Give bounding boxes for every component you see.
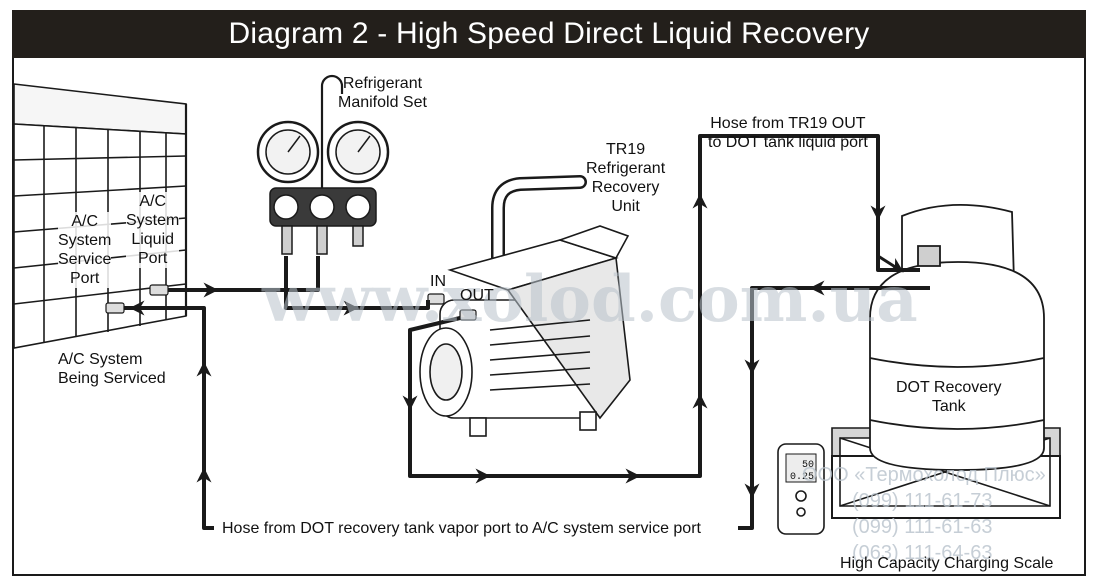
hose-vapor-label: Hose from DOT recovery tank vapor port t… — [222, 520, 701, 537]
in-port-fitting — [427, 293, 445, 305]
watermark-company: ООО «Термохолод Плюс» — [802, 464, 1046, 486]
liquid-port-fitting — [149, 284, 169, 296]
tr19-recovery-unit — [419, 175, 631, 437]
out-label: OUT — [460, 287, 494, 304]
watermark-phone: (099) 111-61-63 — [852, 516, 993, 538]
scale-readout-bottom: 0.25 — [790, 472, 814, 483]
scale-label: High Capacity Charging Scale — [840, 555, 1054, 572]
hose-vapor-return — [124, 306, 214, 530]
flow-arrow — [877, 254, 904, 273]
service-port-fitting — [105, 302, 125, 314]
watermark-phone: (063) 111-64-63 — [852, 542, 993, 564]
out-port-fitting — [459, 309, 477, 321]
hose-vapor-to-service-port — [738, 286, 930, 530]
dot-recovery-tank — [869, 203, 1045, 471]
manifold-gauge-set — [256, 74, 390, 255]
diagram-title: Diagram 2 - High Speed Direct Liquid Rec… — [12, 10, 1086, 58]
hose-out-to-tank-liquid — [408, 134, 920, 478]
scale-readout-top: 50 — [802, 460, 814, 471]
watermark-phone: (099) 111-61-73 — [852, 490, 993, 512]
in-label: IN — [430, 273, 446, 290]
watermark-url: www.xolod.com.ua — [262, 262, 918, 337]
scale-remote-display — [777, 443, 825, 535]
